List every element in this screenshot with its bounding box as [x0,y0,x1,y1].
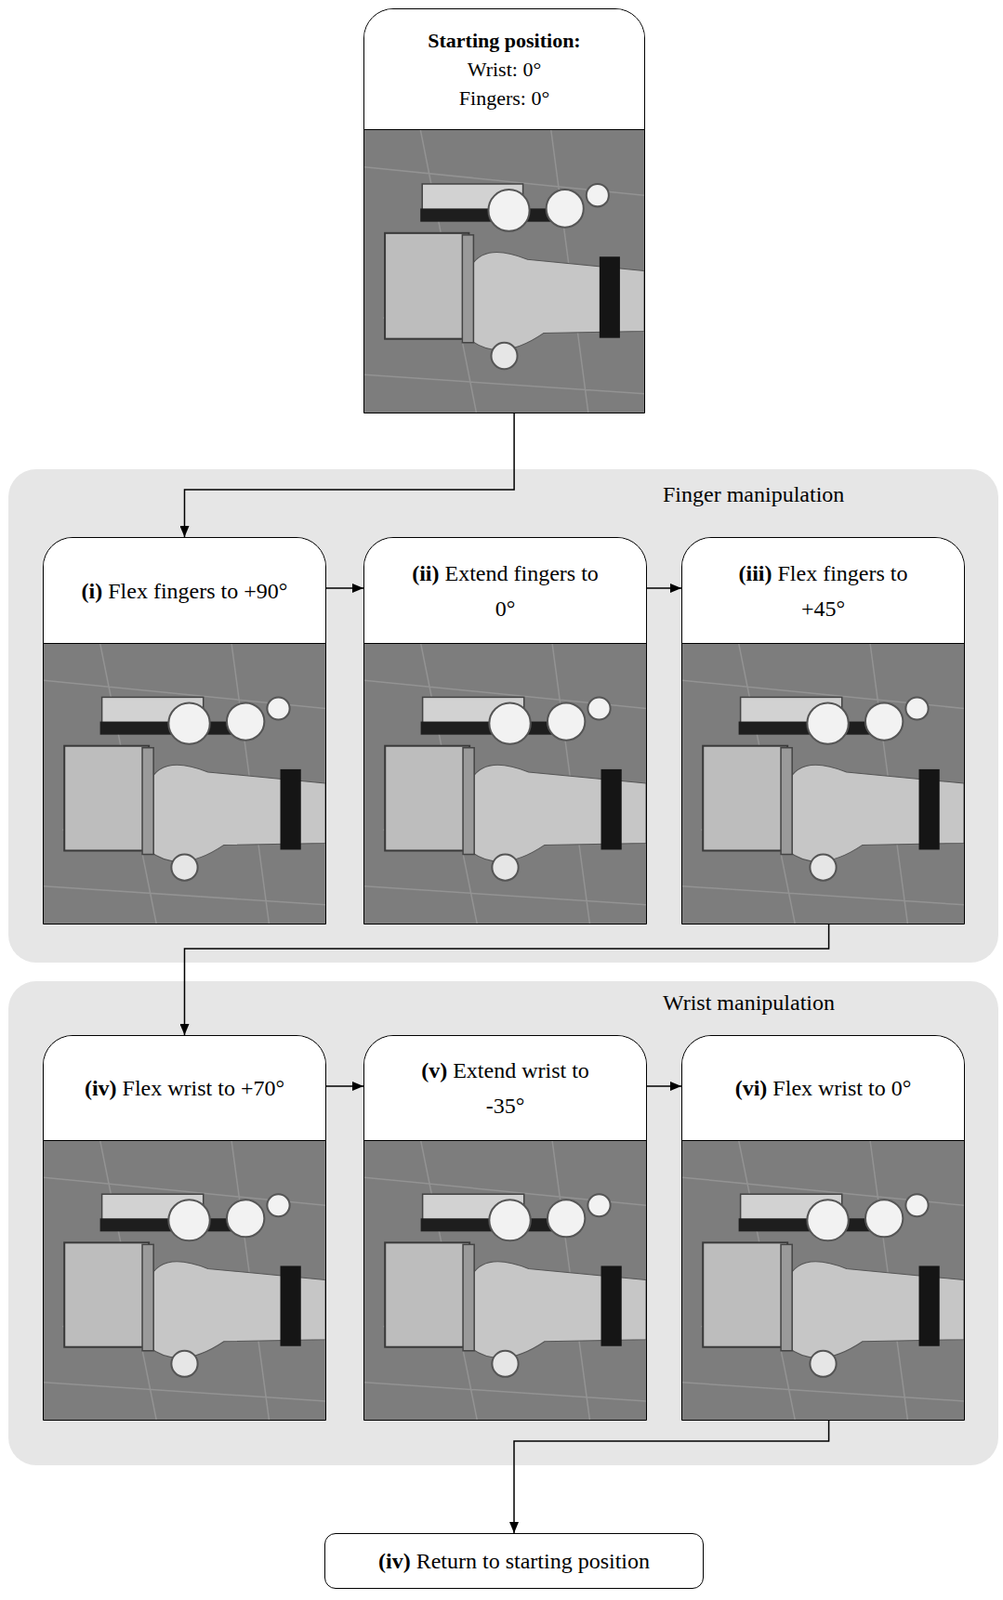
step-label: Flex wrist to 0° [772,1076,911,1101]
group-label: Wrist manipulation [662,990,835,1016]
step-header-text: (iv)Flex wrist to +70° [84,1070,285,1107]
step-box: (iv)Flex wrist to +70° [42,1035,327,1422]
flow-arrow [514,1421,830,1534]
photo [43,1140,326,1421]
step-header: (vi)Flex wrist to 0° [682,1036,964,1142]
step-value: Fingers: 0° [427,83,581,113]
step-heading: Starting position: [427,26,581,55]
step-header-text: (i)Flex fingers to +90° [81,573,289,609]
step-box: (v)Extend wrist to -35° [363,1035,647,1422]
step-header-text: Starting position:Wrist: 0°Fingers: 0° [427,26,581,113]
step-label: Flex wrist to +70° [122,1076,285,1101]
step-box: (ii)Extend fingers to 0° [363,537,647,925]
group-band [8,469,999,964]
step-box: (vi)Flex wrist to 0° [681,1035,965,1422]
step-box: (iii)Flex fingers to +45° [681,537,965,925]
photo [364,129,645,413]
step-label: Extend wrist to -35° [452,1058,590,1119]
step-header: (i)Flex fingers to +90° [43,538,326,645]
group-label-holder: Wrist manipulation [662,989,835,1017]
flow-arrow [646,1085,682,1088]
step-header-text: (v)Extend wrist to -35° [399,1053,612,1124]
step-number: (v) [421,1058,448,1083]
photo [43,643,326,924]
step-header: (ii)Extend fingers to 0° [364,538,647,645]
step-number: (iv) [84,1076,118,1101]
step-number: (vi) [735,1076,768,1101]
step-header: (v)Extend wrist to -35° [364,1036,647,1142]
group-band: Finger manipulation (i)Flex fingers to +9… [8,469,999,964]
step-header: (iii)Flex fingers to +45° [682,538,964,645]
step-number: (iii) [739,561,773,586]
step-box: Starting position:Wrist: 0°Fingers: 0° [363,8,646,414]
flow-arrow [184,924,830,1036]
step-label: Return to starting position [416,1549,650,1574]
group-band: Wrist manipulation (iv)Flex wrist to +70°… [8,981,999,1466]
step-header-text: (iii)Flex fingers to +45° [717,555,930,627]
photo [682,643,964,924]
flow-arrow [184,413,515,538]
terminal-box: (iv)Return to starting position [324,1533,704,1590]
step-header: (iv)Flex wrist to +70° [43,1036,326,1142]
group-band [8,981,999,1466]
photo [682,1140,964,1421]
photo [364,1140,647,1421]
step-header-text: (vi)Flex wrist to 0° [735,1070,912,1107]
step-label: Extend fingers to 0° [445,561,599,621]
group-label-holder: Finger manipulation [662,480,845,509]
step-box: (i)Flex fingers to +90° [42,537,327,925]
step-header-text: (ii)Extend fingers to 0° [399,555,612,627]
group-label: Finger manipulation [662,482,845,507]
terminal-text: (iv)Return to starting position [378,1546,650,1577]
flow-arrow [326,587,364,590]
step-number: (ii) [411,561,439,586]
step-label: Flex fingers to +45° [778,561,909,621]
flow-arrow [646,587,682,590]
flow-arrow [326,1085,364,1088]
step-value: Wrist: 0° [427,54,581,84]
step-label: Flex fingers to +90° [107,579,288,604]
step-header: Starting position:Wrist: 0°Fingers: 0° [364,9,645,131]
step-number: (i) [81,579,104,604]
photo [364,643,647,924]
step-number: (iv) [378,1549,411,1574]
